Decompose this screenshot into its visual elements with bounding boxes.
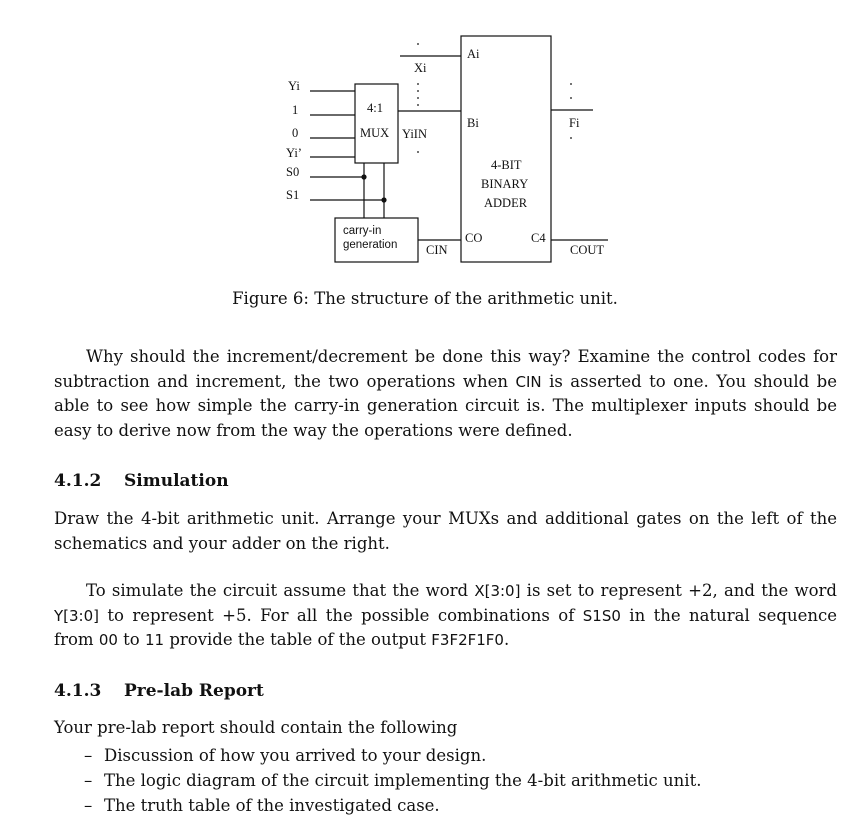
section-number: 4.1.3 bbox=[54, 681, 102, 701]
code-cin: CIN bbox=[515, 372, 542, 391]
section-number: 4.1.2 bbox=[54, 471, 102, 491]
paragraph-prelab-intro: Your pre-lab report should contain the f… bbox=[54, 718, 458, 737]
label-zero: 0 bbox=[292, 126, 298, 140]
label-fi: Fi bbox=[569, 116, 580, 130]
code-x: X[3:0] bbox=[474, 582, 521, 600]
paragraph-simulation-setup: To simulate the circuit assume that the … bbox=[54, 581, 837, 649]
label-bi: Bi bbox=[467, 116, 479, 130]
section-heading-simulation: 4.1.2 Simulation bbox=[54, 471, 229, 491]
label-xi: Xi bbox=[414, 61, 427, 75]
label-mux-top: 4:1 bbox=[367, 101, 383, 115]
mux-block bbox=[354, 83, 399, 164]
label-s0: S0 bbox=[286, 165, 299, 179]
adder-block bbox=[460, 35, 552, 263]
label-yi-prime: Yi’ bbox=[286, 146, 302, 160]
paragraph-carry-in-discussion: Why should the increment/decrement be do… bbox=[54, 347, 837, 440]
section-title: Simulation bbox=[124, 471, 229, 491]
section-title: Pre-lab Report bbox=[124, 681, 264, 701]
label-cin: CIN bbox=[426, 243, 448, 257]
label-yiin: YiIN bbox=[402, 127, 427, 141]
list-item: –Discussion of how you arrived to your d… bbox=[84, 746, 487, 765]
label-adder-line1: 4-BIT bbox=[491, 158, 522, 172]
label-adder-line2: BINARY bbox=[481, 177, 528, 191]
code-output: F3F2F1F0 bbox=[431, 631, 504, 649]
arithmetic-unit-figure: Yi 1 0 Yi’ S0 S1 4:1 MUX Xi YiIN Ai Bi F… bbox=[0, 0, 850, 280]
figure-caption: Figure 6: The structure of the arithmeti… bbox=[232, 289, 618, 308]
label-co: CO bbox=[465, 231, 482, 245]
section-heading-prelab: 4.1.3 Pre-lab Report bbox=[54, 681, 264, 701]
label-adder-line3: ADDER bbox=[484, 196, 528, 210]
paragraph-draw-instructions: Draw the 4-bit arithmetic unit. Arrange … bbox=[54, 509, 837, 553]
code-from: 00 bbox=[98, 631, 118, 649]
label-c4: C4 bbox=[531, 231, 546, 245]
label-yi: Yi bbox=[288, 79, 300, 93]
prelab-list: –Discussion of how you arrived to your d… bbox=[84, 743, 701, 818]
label-mux-bottom: MUX bbox=[360, 126, 389, 140]
label-carry-line2: generation bbox=[343, 239, 397, 251]
list-item: –The truth table of the investigated cas… bbox=[84, 796, 440, 815]
label-cout: COUT bbox=[570, 243, 604, 257]
label-carry-line1: carry-in bbox=[343, 225, 381, 237]
label-s1: S1 bbox=[286, 188, 299, 202]
arithmetic-unit-diagram: Yi 1 0 Yi’ S0 S1 4:1 MUX Xi YiIN Ai Bi F… bbox=[286, 35, 608, 263]
label-one: 1 bbox=[292, 103, 298, 117]
list-item: –The logic diagram of the circuit implem… bbox=[84, 771, 702, 790]
code-s1s0: S1S0 bbox=[582, 606, 621, 625]
code-y: Y[3:0] bbox=[54, 606, 100, 625]
code-to: 11 bbox=[144, 631, 165, 649]
label-ai: Ai bbox=[467, 47, 480, 61]
